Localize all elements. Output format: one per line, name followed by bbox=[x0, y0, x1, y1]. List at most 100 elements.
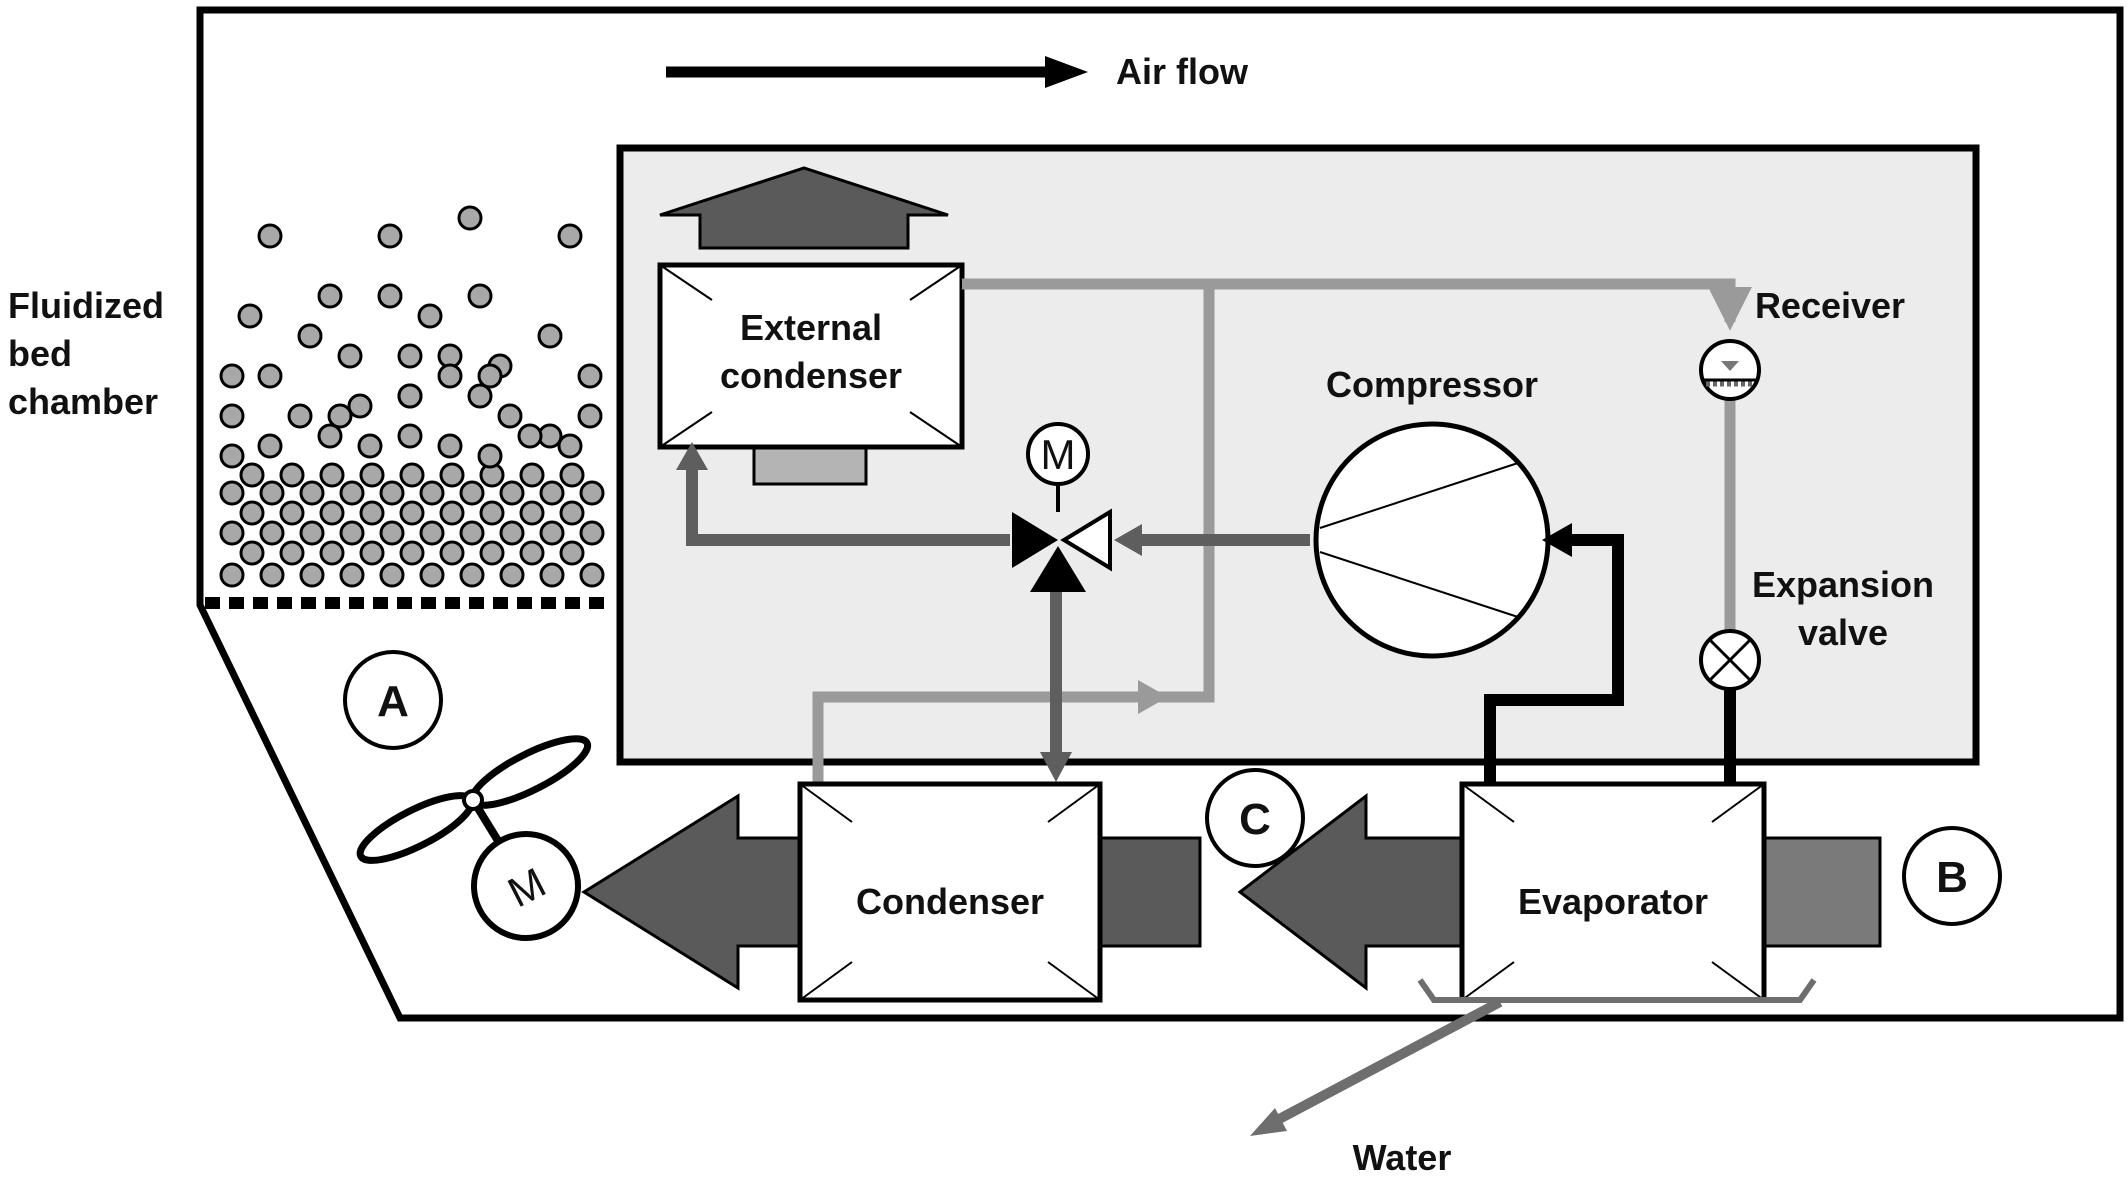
bed-particle bbox=[317, 283, 343, 309]
point-a-label: A bbox=[377, 677, 409, 726]
air-flow-arrow bbox=[666, 56, 1088, 88]
bed-particle bbox=[399, 500, 425, 526]
bed-particle bbox=[539, 480, 565, 506]
bed-particle bbox=[539, 562, 565, 588]
bed-particle bbox=[459, 480, 485, 506]
external-condenser-label-line2: condenser bbox=[720, 355, 902, 396]
bed-particle bbox=[437, 433, 463, 459]
bed-particle bbox=[359, 540, 385, 566]
condenser-label: Condenser bbox=[856, 881, 1044, 922]
bed-particle bbox=[279, 462, 305, 488]
bed-particle bbox=[347, 393, 373, 419]
bed-particle bbox=[467, 383, 493, 409]
bed-particle bbox=[479, 540, 505, 566]
fluidized-bed-label-line3: chamber bbox=[8, 381, 158, 422]
bed-particle bbox=[259, 562, 285, 588]
bed-particle bbox=[239, 540, 265, 566]
bed-particle bbox=[477, 443, 503, 469]
expansion-valve-label-line2: valve bbox=[1798, 612, 1888, 653]
bed-particle bbox=[219, 363, 245, 389]
bed-particle bbox=[327, 403, 353, 429]
bed-particle bbox=[419, 520, 445, 546]
bed-particle bbox=[339, 562, 365, 588]
bed-particle bbox=[519, 500, 545, 526]
condenser bbox=[797, 781, 1103, 1003]
bed-particle bbox=[319, 462, 345, 488]
bed-particle bbox=[577, 403, 603, 429]
bed-particle bbox=[397, 383, 423, 409]
bed-particle bbox=[557, 223, 583, 249]
bed-particle bbox=[579, 562, 605, 588]
bed-particle bbox=[377, 223, 403, 249]
inlet-air-duct bbox=[1756, 836, 1882, 948]
bed-particle bbox=[477, 363, 503, 389]
fan-icon bbox=[356, 735, 592, 864]
point-a-marker bbox=[343, 650, 443, 750]
bed-particle bbox=[287, 403, 313, 429]
bed-particle bbox=[219, 520, 245, 546]
point-c-label: C bbox=[1239, 795, 1271, 844]
expansion-valve bbox=[1699, 629, 1761, 691]
bed-particle bbox=[239, 500, 265, 526]
valve-motor-label: M bbox=[1041, 431, 1076, 478]
three-way-valve bbox=[1012, 508, 1112, 592]
compressor bbox=[1313, 421, 1551, 659]
water-label: Water bbox=[1353, 1137, 1452, 1177]
bed-particle bbox=[359, 500, 385, 526]
bed-particle bbox=[339, 480, 365, 506]
external-air-arrow bbox=[659, 166, 949, 250]
bed-particle bbox=[257, 223, 283, 249]
bed-particle bbox=[457, 205, 483, 231]
bed-particle bbox=[359, 462, 385, 488]
bed-particle bbox=[499, 520, 525, 546]
evaporator bbox=[1459, 781, 1767, 1003]
bed-particle bbox=[559, 462, 585, 488]
external-condenser-duct bbox=[752, 444, 868, 486]
bed-particle bbox=[397, 343, 423, 369]
point-b-marker bbox=[1902, 826, 2002, 926]
bed-particle bbox=[519, 462, 545, 488]
bed-particle bbox=[519, 540, 545, 566]
bed-particle bbox=[557, 433, 583, 459]
receiver-label: Receiver bbox=[1755, 285, 1905, 326]
bed-particle bbox=[459, 562, 485, 588]
bed-particle bbox=[219, 403, 245, 429]
bed-particle bbox=[297, 323, 323, 349]
bed-particle bbox=[237, 303, 263, 329]
bed-particle bbox=[279, 540, 305, 566]
bed-particle bbox=[579, 520, 605, 546]
bed-particle bbox=[497, 403, 523, 429]
bed-particle bbox=[219, 443, 245, 469]
bed-particle bbox=[499, 562, 525, 588]
bed-particle bbox=[397, 423, 423, 449]
air-arrow-evaporator-out bbox=[1237, 792, 1472, 992]
evaporator-label: Evaporator bbox=[1518, 881, 1708, 922]
bed-particle bbox=[439, 500, 465, 526]
bed-particle bbox=[559, 540, 585, 566]
bed-particle bbox=[517, 423, 543, 449]
external-condenser bbox=[657, 262, 965, 450]
bed-particle bbox=[299, 480, 325, 506]
bed-particle bbox=[379, 520, 405, 546]
bed-particle bbox=[317, 423, 343, 449]
bed-particle bbox=[259, 480, 285, 506]
bed-particle bbox=[239, 462, 265, 488]
fan-motor-icon bbox=[471, 831, 581, 941]
bed-particle bbox=[379, 480, 405, 506]
external-condenser-label-line1: External bbox=[740, 307, 882, 348]
bed-particle bbox=[319, 540, 345, 566]
point-c-marker bbox=[1205, 768, 1305, 868]
bed-particle bbox=[439, 540, 465, 566]
bed-particle bbox=[399, 540, 425, 566]
water-outlet-arrow bbox=[1250, 997, 1503, 1136]
bed-particle bbox=[299, 562, 325, 588]
bed-particle bbox=[459, 520, 485, 546]
fluidized-bed-label-line2: bed bbox=[8, 333, 72, 374]
bed-particle bbox=[279, 500, 305, 526]
bed-particle bbox=[319, 500, 345, 526]
bed-particle bbox=[299, 520, 325, 546]
fluidized-bed-particles bbox=[219, 205, 605, 588]
medium-refrigerant-line bbox=[686, 460, 1310, 752]
air-arrow-condenser-out bbox=[581, 793, 802, 991]
